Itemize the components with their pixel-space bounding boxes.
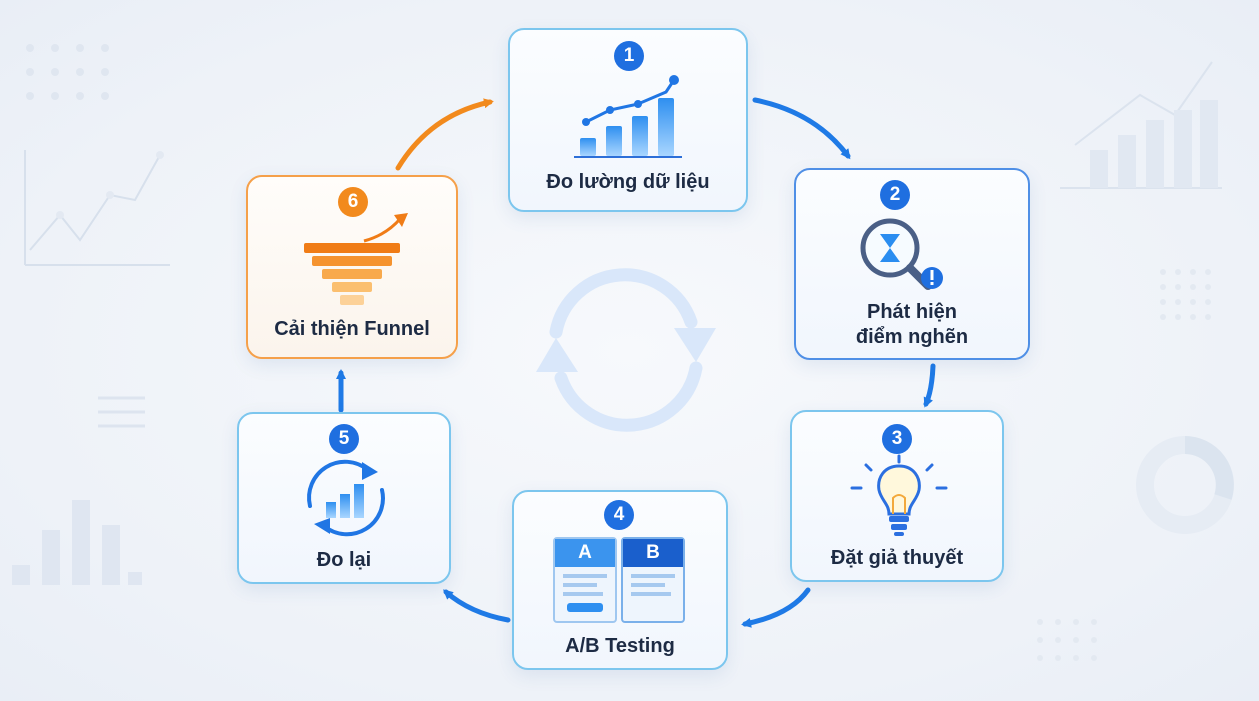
step-number-badge: 6 xyxy=(338,187,368,217)
variant-a-label: A xyxy=(555,539,615,567)
step-label-line1: Phát hiện xyxy=(866,301,957,323)
step-label: A/B Testing xyxy=(565,635,675,657)
variant-b-card: B xyxy=(621,537,685,623)
step-label: Cải thiện Funnel xyxy=(274,318,430,340)
step-number-badge: 4 xyxy=(604,500,634,530)
arrow-4-to-5 xyxy=(442,589,511,623)
lightbulb-icon xyxy=(850,454,948,536)
remeasure-cycle-icon xyxy=(307,459,385,537)
variant-a-card: A xyxy=(553,537,617,623)
arrow-6-to-1 xyxy=(395,98,494,171)
bar-chart-growth-icon xyxy=(574,75,682,158)
step-card-4: 4 A B A/B Testing xyxy=(512,490,728,670)
variant-b-label: B xyxy=(623,539,683,567)
funnel-growth-icon xyxy=(304,213,408,305)
arrow-2-to-3 xyxy=(923,363,936,408)
step-card-3: 3 Đặt giả thuyết xyxy=(790,410,1004,582)
step-label-line2: điểm nghẽn xyxy=(855,326,969,348)
step-number-badge: 2 xyxy=(880,180,910,210)
step-card-1: 1 Đo lường dữ liệu xyxy=(508,28,748,212)
step-label: Đo lường dữ liệu xyxy=(546,171,710,193)
arrow-1-to-2 xyxy=(752,97,851,160)
step-card-6: 6 Cải thiện Funnel xyxy=(246,175,458,359)
magnifier-hourglass-alert-icon xyxy=(860,218,943,290)
step-card-2: 2 Phát hiện điểm nghẽn xyxy=(794,168,1030,360)
step-number-badge: 5 xyxy=(329,424,359,454)
ab-test-cards-icon: A B xyxy=(553,537,687,623)
step-number-badge: 1 xyxy=(614,41,644,71)
step-card-5: 5 Đo lại xyxy=(237,412,451,584)
step-number-badge: 3 xyxy=(882,424,912,454)
arrow-3-to-4 xyxy=(741,587,811,628)
step-label: Đo lại xyxy=(316,549,372,571)
step-label: Đặt giả thuyết xyxy=(830,547,964,569)
center-cycle-icon xyxy=(536,268,716,432)
